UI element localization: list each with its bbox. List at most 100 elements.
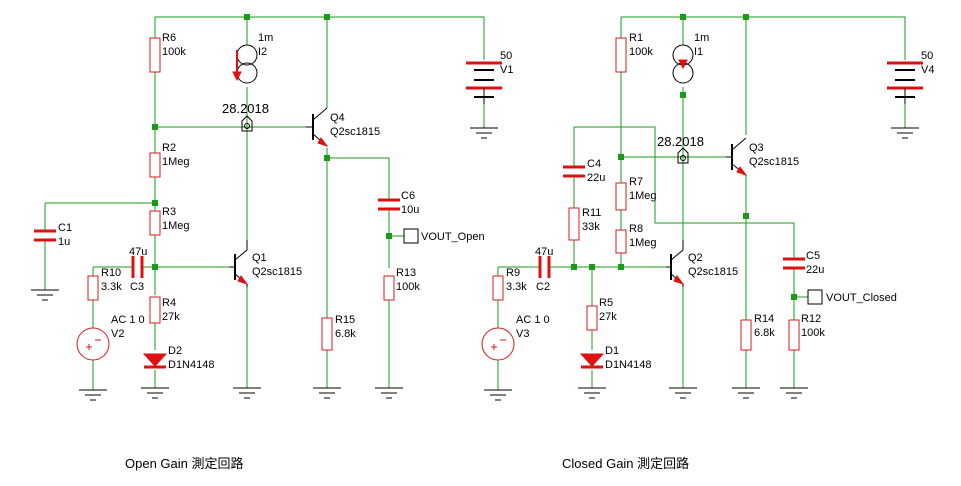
q2-label: Q2 [688, 252, 703, 264]
c2-value: 47u [535, 246, 553, 258]
q4-label: Q4 [330, 112, 345, 124]
r13-label: R13 [396, 267, 416, 279]
q4-model: Q2sc1815 [330, 126, 380, 138]
r12-value: 100k [801, 327, 825, 339]
r8-value: 1Meg [629, 237, 657, 249]
c6-value: 10u [401, 204, 419, 216]
r11-value: 33k [582, 221, 600, 233]
r3-label: R3 [162, 206, 176, 218]
r14-value: 6.8k [754, 327, 775, 339]
v2-ac-label: AC 1 0 [111, 314, 145, 326]
r2-label: R2 [162, 142, 176, 154]
v3-ac-label: AC 1 0 [516, 314, 550, 326]
r5-value: 27k [599, 311, 617, 323]
closed-node-voltage-marker [677, 147, 689, 164]
resistor-r13 [383, 275, 395, 301]
closed-junctions [571, 14, 797, 300]
c5-label: C5 [806, 250, 820, 262]
open-gain-caption: Open Gain 測定回路 [125, 456, 244, 471]
resistor-r2 [149, 152, 161, 178]
r10-value: 3.3k [101, 281, 122, 293]
diode-d2 [142, 353, 168, 369]
v4-value: 50 [921, 50, 933, 62]
resistor-r12 [788, 319, 800, 351]
r7-value: 1Meg [629, 190, 657, 202]
r15-value: 6.8k [335, 328, 356, 340]
capacitor-c6 [378, 190, 400, 214]
resistor-r9 [492, 275, 504, 301]
r6-value: 100k [162, 46, 186, 58]
closed-grounds [484, 127, 919, 401]
resistor-r5 [586, 305, 598, 331]
q1-label: Q1 [252, 252, 267, 264]
r13-value: 100k [396, 281, 420, 293]
open-junctions [152, 14, 392, 270]
i2-label: I2 [258, 46, 267, 58]
capacitor-c3 [128, 256, 148, 278]
vout-closed-marker [807, 289, 823, 305]
ac-source-v2 [76, 327, 110, 361]
c3-label: C3 [130, 281, 144, 293]
transistor-q4 [306, 107, 329, 147]
resistor-r14 [740, 319, 752, 351]
transistor-q3 [726, 137, 748, 176]
capacitor-c5 [783, 250, 805, 274]
capacitor-c2 [535, 256, 555, 278]
d1-label: D1 [605, 345, 619, 357]
resistor-r1 [615, 37, 627, 73]
resistor-r3 [149, 210, 161, 236]
current-source-i1 [672, 44, 694, 84]
r3-value: 1Meg [162, 220, 190, 232]
r5-label: R5 [599, 297, 613, 309]
resistor-r8 [615, 229, 627, 254]
r15-label: R15 [335, 314, 355, 326]
transistor-q1 [229, 240, 249, 287]
vout-open-label: VOUT_Open [421, 231, 485, 243]
resistor-r7 [615, 182, 627, 211]
v1-value: 50 [500, 50, 512, 62]
c6-label: C6 [401, 190, 415, 202]
c4-label: C4 [587, 158, 601, 170]
d2-label: D2 [168, 345, 182, 357]
c4-value: 22u [587, 172, 605, 184]
closed-node-voltage: 28.2018 [657, 134, 704, 149]
resistor-r15 [321, 317, 333, 351]
transistor-q2 [666, 240, 685, 287]
v4-label: V4 [921, 64, 934, 76]
resistor-r10 [87, 275, 99, 301]
i2-value: 1m [258, 32, 273, 44]
i1-value: 1m [694, 32, 709, 44]
r9-value: 3.3k [506, 281, 527, 293]
r1-value: 100k [629, 46, 653, 58]
resistor-r11 [568, 207, 580, 241]
battery-v4 [887, 61, 923, 104]
r4-value: 27k [162, 311, 180, 323]
capacitor-c1 [34, 225, 56, 246]
capacitor-c4 [563, 160, 585, 181]
q3-model: Q2sc1815 [749, 156, 799, 168]
c5-value: 22u [806, 264, 824, 276]
c3-value: 47u [129, 246, 147, 258]
ac-source-v3 [481, 327, 515, 361]
i1-label: I1 [694, 46, 703, 58]
r4-label: R4 [162, 297, 176, 309]
r8-label: R8 [629, 223, 643, 235]
resistor-r6 [149, 37, 161, 73]
r14-label: R14 [754, 313, 774, 325]
closed-wires [497, 16, 906, 390]
v3-label: V3 [516, 328, 529, 340]
c2-label: C2 [536, 281, 550, 293]
r7-label: R7 [629, 176, 643, 188]
q1-model: Q2sc1815 [252, 266, 302, 278]
r12-label: R12 [801, 313, 821, 325]
r9-label: R9 [506, 267, 520, 279]
vout-open-marker [403, 228, 419, 244]
r1-label: R1 [629, 32, 643, 44]
r10-label: R10 [101, 267, 121, 279]
open-grounds [31, 127, 498, 401]
battery-v1 [466, 61, 502, 104]
r11-label: R11 [582, 207, 601, 219]
d2-model: D1N4148 [168, 359, 214, 371]
resistor-r4 [149, 296, 161, 324]
